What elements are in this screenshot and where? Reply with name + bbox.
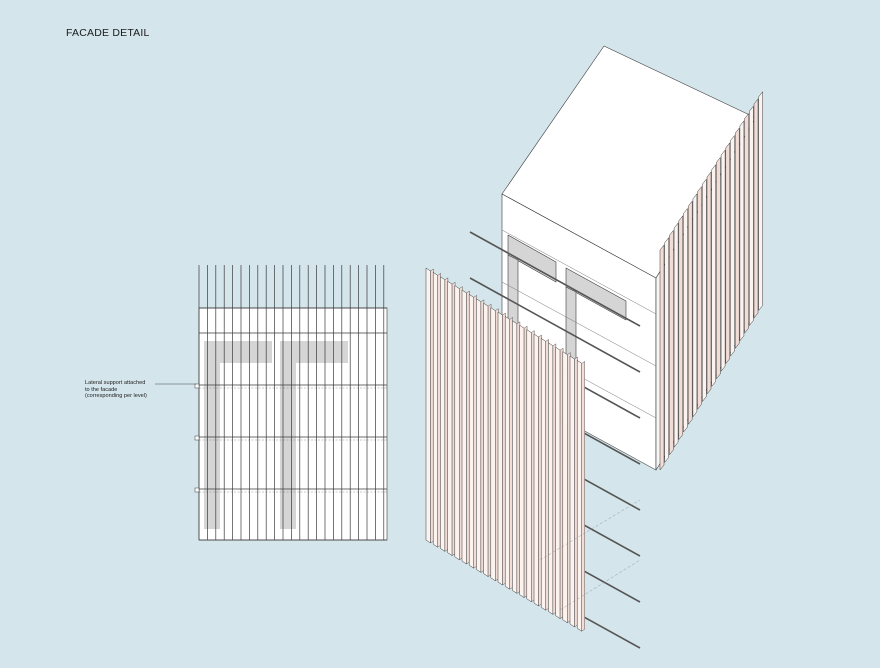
- rear-screen-fin: [744, 113, 749, 334]
- rear-screen-fin: [702, 179, 707, 402]
- front-screen-fin: [454, 285, 460, 561]
- rear-screen-fin: [692, 193, 698, 418]
- rear-screen-fin: [678, 215, 684, 440]
- front-screen-fin: [483, 302, 489, 577]
- lateral-support-rod: [469, 277, 641, 373]
- front-screen-fin-side: [581, 361, 585, 632]
- lateral-support-marker: [194, 435, 200, 441]
- front-screen-fin: [440, 276, 446, 552]
- lateral-support-label-line-3: (corresponding per level): [85, 393, 147, 400]
- rear-screen-fin: [697, 186, 702, 410]
- drawing-title: FACADE DETAIL: [66, 27, 150, 39]
- front-screen-fin: [526, 329, 532, 603]
- rear-screen-fin: [753, 98, 759, 319]
- front-screen-fin: [519, 324, 525, 598]
- rear-screen-fin: [758, 91, 763, 311]
- front-screen-fin: [540, 338, 546, 611]
- front-screen-fin: [490, 307, 496, 582]
- front-screen-fin: [461, 289, 467, 565]
- lateral-support-label-line-2: to the facade: [85, 386, 118, 393]
- front-screen-fin: [576, 360, 582, 632]
- rear-screen-fin: [659, 244, 665, 471]
- front-screen-fin: [468, 294, 474, 569]
- front-screen-fin: [569, 355, 575, 628]
- front-screen-fin: [497, 311, 503, 586]
- building-level-line: [501, 281, 657, 367]
- lateral-support-marker: [194, 383, 200, 389]
- assembly-guide-line: [539, 499, 641, 561]
- rear-screen-fin: [720, 149, 726, 372]
- rear-screen-fin: [711, 164, 716, 387]
- front-screen-fin: [447, 280, 453, 556]
- front-screen-fin: [504, 316, 510, 590]
- rear-screen-fin: [687, 200, 693, 425]
- rear-screen-fin: [716, 157, 721, 380]
- rear-screen-fin: [734, 127, 740, 349]
- elevation-opening-head-left: [204, 341, 272, 363]
- rear-screen-fin: [725, 142, 731, 364]
- front-screen-fin: [555, 346, 561, 619]
- rear-screen-fin: [739, 120, 745, 342]
- rear-screen-fin: [683, 208, 688, 433]
- building-level-line: [501, 229, 657, 315]
- front-screen-fin: [432, 272, 438, 548]
- front-screen-fin: [562, 351, 568, 624]
- rear-screen-fin: [749, 106, 754, 326]
- rear-screen-fin: [730, 135, 735, 357]
- rear-screen-fin: [673, 222, 679, 448]
- elevation-opening-stem-left: [204, 341, 220, 529]
- lateral-support-marker: [194, 487, 200, 493]
- building-opening-head-left: [507, 234, 557, 283]
- front-screen-fin: [548, 342, 554, 615]
- front-screen-fin: [476, 298, 482, 573]
- facade-elevation: [194, 265, 388, 541]
- rear-screen-fin: [706, 171, 712, 395]
- front-screen-fin: [533, 333, 539, 607]
- building-opening-head-right: [565, 267, 627, 321]
- front-screen-fin: [425, 267, 431, 544]
- exploded-axonometric: [425, 45, 763, 649]
- lateral-support-label: Lateral support attached to the facade (…: [85, 380, 195, 400]
- lateral-support-label-line-1: Lateral support attached: [85, 380, 146, 386]
- elevation-opening-stem-right: [280, 341, 296, 529]
- elevation-opening-head-right: [280, 341, 348, 363]
- lateral-support-rod: [469, 231, 641, 327]
- rear-screen-fin: [669, 230, 674, 456]
- front-screen-fin: [512, 320, 518, 594]
- rear-screen-fin: [664, 237, 669, 463]
- assembly-guide-line: [559, 559, 641, 611]
